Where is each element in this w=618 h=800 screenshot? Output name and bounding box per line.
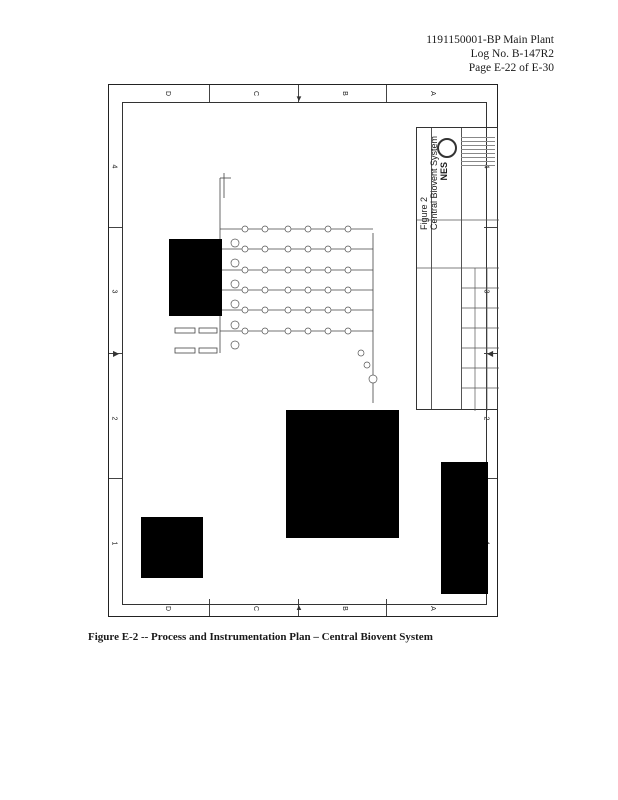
zone-tick: [484, 478, 497, 479]
zone-label-top-d: D: [164, 90, 172, 97]
center-arrow-left-icon: ◀: [487, 349, 494, 358]
redaction-box: [286, 410, 399, 538]
header-log-number: Log No. B-147R2: [470, 48, 554, 60]
zone-tick: [386, 599, 387, 616]
title-block: Figure 2 Central Biovent System NES: [416, 127, 499, 411]
zone-tick: [484, 353, 497, 354]
zone-tick: [484, 227, 497, 228]
title-block-divider: [461, 128, 462, 409]
redaction-box: [441, 462, 488, 594]
title-block-divider: [431, 128, 432, 409]
zone-tick: [209, 599, 210, 616]
drawing-sheet: D C B A D C B A 4 3 2 1 4 3 2 1 ▼ ▲ ▶ ◀: [108, 84, 499, 617]
zone-label-left-2: 2: [110, 416, 118, 421]
zone-label-top-c: C: [252, 90, 260, 97]
page-header: 1191150001-BP Main Plant Log No. B-147R2…: [426, 33, 554, 75]
drawing-frame: Figure 2 Central Biovent System NES: [122, 102, 499, 605]
zone-tick: [298, 599, 299, 616]
center-arrow-up-icon: ▲: [295, 603, 303, 612]
header-page-number: Page E-22 of E-30: [468, 62, 554, 74]
center-arrow-down-icon: ▼: [295, 94, 303, 103]
zone-tick: [386, 85, 387, 102]
zone-tick: [109, 227, 122, 228]
zone-tick: [298, 85, 299, 102]
zone-label-left-4: 4: [110, 164, 118, 169]
zone-label-top-a: A: [428, 91, 436, 96]
center-arrow-right-icon: ▶: [113, 349, 120, 358]
company-logo-icon: [437, 138, 457, 158]
redaction-box: [169, 239, 222, 316]
zone-label-top-b: B: [340, 91, 348, 96]
redaction-box: [141, 517, 203, 578]
zone-tick: [209, 85, 210, 102]
pid-schematic: [174, 173, 378, 403]
revision-table: [417, 219, 499, 411]
zone-label-left-3: 3: [110, 289, 118, 294]
zone-label-left-1: 1: [110, 541, 118, 546]
zone-tick: [109, 353, 122, 354]
zone-tick: [109, 478, 122, 479]
header-project: 1191150001-BP Main Plant: [426, 34, 554, 46]
figure-caption: Figure E-2 -- Process and Instrumentatio…: [88, 631, 433, 643]
title-block-notes: [461, 134, 495, 214]
